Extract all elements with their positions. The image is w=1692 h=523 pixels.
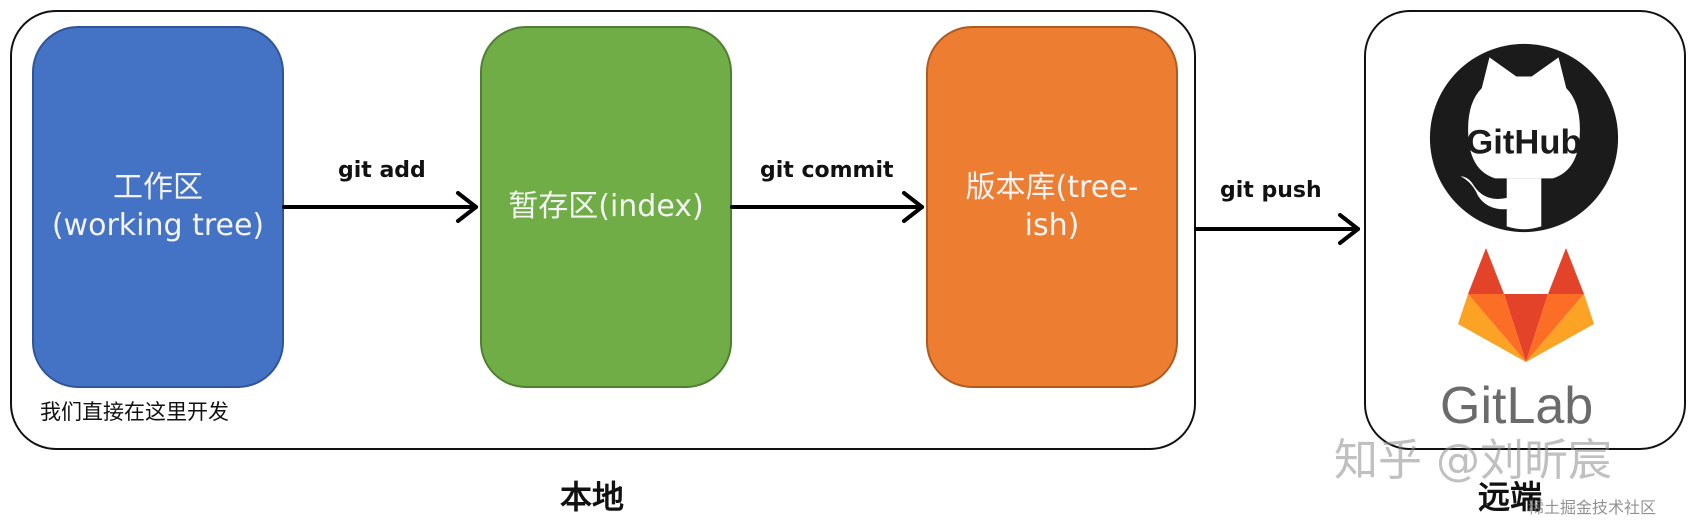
gitlab-fox-icon	[1458, 248, 1594, 362]
working-tree-box: 工作区 (working tree)	[32, 26, 284, 388]
working-tree-subtitle: (working tree)	[51, 208, 265, 243]
github-octocat-icon: GitHub	[1429, 43, 1619, 233]
index-box: 暂存区(index)	[480, 26, 732, 388]
index-title: 暂存区(index)	[508, 189, 704, 224]
repository-box: 版本库(tree- ish)	[926, 26, 1178, 388]
arrow-push-head	[1338, 213, 1360, 245]
zhihu-watermark: 知乎 @刘昕宸	[1334, 435, 1612, 486]
git-commit-label: git commit	[760, 158, 894, 183]
git-push-label: git push	[1220, 178, 1322, 203]
dev-note: 我们直接在这里开发	[40, 400, 229, 424]
repository-title: 版本库(tree-	[965, 170, 1139, 205]
juejin-watermark: 稀土掘金技术社区	[1528, 498, 1657, 517]
gitlab-text: GitLab	[1440, 377, 1594, 435]
local-label: 本地	[560, 478, 625, 516]
remote-label: 远端	[1478, 478, 1543, 516]
git-add-label: git add	[338, 158, 426, 183]
repository-subtitle: ish)	[1024, 208, 1080, 243]
working-tree-title: 工作区	[112, 170, 203, 205]
github-text: GitHub	[1466, 123, 1581, 161]
